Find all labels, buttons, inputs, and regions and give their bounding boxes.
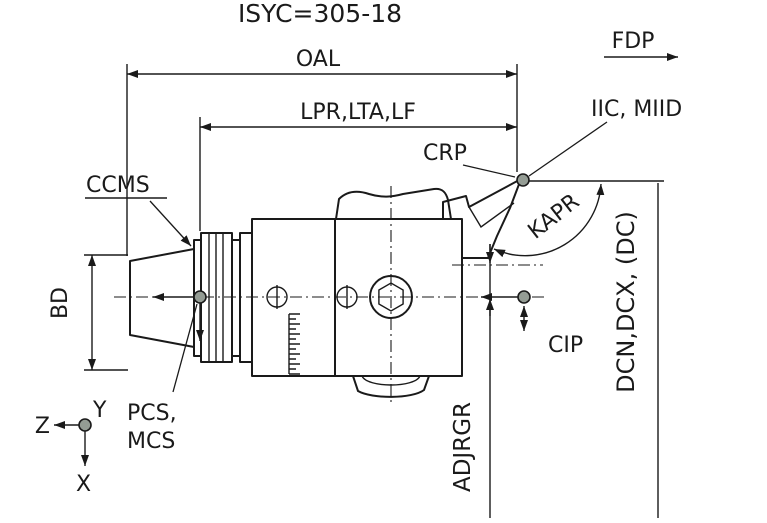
label-crp: CRP <box>423 141 467 166</box>
dim-kapr: KAPR <box>493 183 605 258</box>
label-ccms: CCMS <box>86 173 150 198</box>
crp-point <box>516 173 530 187</box>
pin-hole-left <box>266 285 288 309</box>
label-pcs: PCS, <box>127 401 177 426</box>
hex-clamp-screw <box>369 275 413 319</box>
label-oal: OAL <box>296 47 341 72</box>
dim-lpr: LPR,LTA,LF <box>199 100 517 231</box>
dim-adjrgr: ADJRGR <box>450 244 494 518</box>
tool-drawing <box>129 178 522 398</box>
bottom-clamp-arc <box>361 375 421 386</box>
dim-fdp: FDP <box>604 29 678 61</box>
dim-bd: BD <box>48 254 128 371</box>
label-axis-y: Y <box>92 398 107 423</box>
bottom-clamp <box>352 375 430 398</box>
bottom-clamp-outline <box>352 375 430 398</box>
dcn-reference: DCN,DCX, (DC) <box>529 180 664 518</box>
label-dcn-dcx-dc: DCN,DCX, (DC) <box>612 211 640 393</box>
callout-iic-miid: IIC, MIID <box>528 97 682 177</box>
label-cip: CIP <box>548 333 583 358</box>
callout-crp: CRP <box>423 141 516 178</box>
label-axis-z: Z <box>35 414 50 439</box>
cip-point <box>517 290 531 304</box>
pcs-leader <box>172 303 198 393</box>
crp-leader <box>462 164 516 178</box>
dim-cip: CIP <box>481 290 583 358</box>
iic-leader <box>528 121 608 177</box>
page-title: ISYC=305-18 <box>238 0 402 28</box>
label-mcs: MCS <box>127 429 175 454</box>
label-adjrgr: ADJRGR <box>450 402 476 492</box>
kapr-arc <box>493 183 605 258</box>
ccms-leader <box>149 200 192 247</box>
clamp-block <box>334 218 463 377</box>
dim-oal: OAL <box>126 47 518 256</box>
ring-3 <box>231 239 241 357</box>
pin-hole-right <box>336 285 358 309</box>
screw-circle <box>369 275 413 319</box>
label-iic-miid: IIC, MIID <box>591 97 682 122</box>
label-bd: BD <box>48 287 73 319</box>
collet-nose <box>129 248 195 348</box>
label-lpr-lta-lf: LPR,LTA,LF <box>300 100 416 125</box>
adjustment-scale <box>288 313 300 375</box>
coordinate-system: Z Y X <box>35 398 107 497</box>
callout-ccms: CCMS <box>85 173 192 247</box>
ring-grooves <box>208 233 224 362</box>
top-clamp <box>335 187 452 220</box>
pcs-point <box>193 290 207 304</box>
label-fdp: FDP <box>612 29 655 54</box>
hex-socket <box>378 282 404 312</box>
callout-pcs-mcs: PCS, MCS <box>127 290 207 454</box>
origin-point <box>78 418 92 432</box>
label-axis-x: X <box>76 472 91 497</box>
